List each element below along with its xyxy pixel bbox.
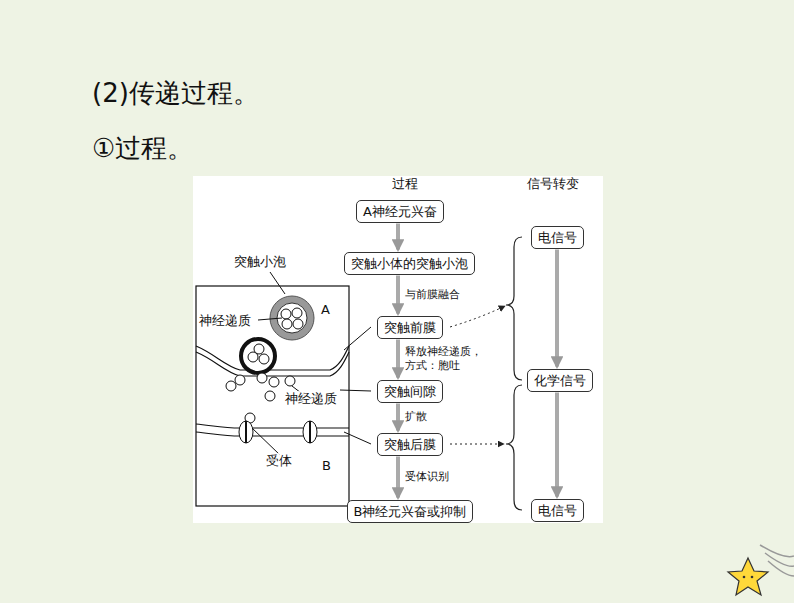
process-box: A神经元兴奋: [356, 200, 444, 223]
process-box: B神经元兴奋或抑制: [347, 500, 474, 523]
flow-arrow: [396, 340, 400, 378]
node-text: 突触小体的突触小泡: [351, 256, 468, 271]
transmitter: [293, 319, 303, 329]
flow-arrow: [396, 224, 400, 250]
postsynaptic-membrane: [196, 424, 349, 428]
leader-line: [344, 327, 371, 350]
node-text: 突触后膜: [384, 437, 436, 452]
flow-arrow: [555, 250, 559, 367]
dotted-arrow: [450, 444, 504, 445]
part-label: A: [321, 302, 330, 318]
process-box: 突触小体的突触小泡: [344, 252, 475, 275]
node-text: B神经元兴奋或抑制: [354, 504, 467, 519]
fusing-vesicle: [241, 339, 275, 373]
part-label: 受体: [266, 453, 292, 469]
flow-arrow: [396, 276, 400, 314]
node-text: 化学信号: [534, 373, 586, 388]
edge-label: 释放神经递质， 方式：胞吐: [405, 345, 487, 373]
process-box: 突触前膜: [377, 316, 443, 339]
part-label: 神经递质: [285, 391, 337, 407]
dotted-arrow: [450, 306, 505, 327]
flow-arrow: [396, 457, 400, 498]
transmitter: [292, 308, 302, 318]
node-text: 电信号: [538, 503, 577, 518]
transmitter: [254, 344, 264, 354]
column-header: 过程: [392, 176, 418, 192]
process-box: 突触后膜: [377, 433, 443, 456]
leader-line: [258, 318, 282, 320]
part-label: 神经递质: [199, 313, 251, 329]
process-box: 突触间隙: [377, 380, 443, 403]
node-text: 突触前膜: [384, 320, 436, 335]
flow-arrow: [396, 404, 400, 431]
star-decoration: [728, 545, 794, 595]
node-text: 突触间隙: [384, 384, 436, 399]
part-label: B: [322, 458, 331, 474]
flow-arrow: [555, 393, 559, 497]
signal-box: 化学信号: [527, 369, 593, 392]
synapse-frame: [196, 286, 349, 506]
column-header: 信号转变: [527, 176, 579, 192]
leader-line: [252, 428, 280, 455]
edge-label: 扩散: [405, 410, 487, 424]
postsynaptic-membrane-inner: [196, 432, 349, 436]
edge-label: 受体识别: [405, 470, 487, 484]
node-text: 电信号: [538, 230, 577, 245]
receptor-symbol: [239, 421, 253, 443]
leader-line: [344, 432, 371, 444]
edge-label: 与前膜融合: [405, 288, 487, 302]
transmitter: [281, 309, 291, 319]
panel: [193, 176, 603, 523]
signal-box: 电信号: [531, 499, 584, 522]
signal-box: 电信号: [531, 226, 584, 249]
sub-heading: ①过程。: [92, 133, 193, 164]
leader-line: [270, 272, 285, 294]
bracket: [506, 237, 522, 380]
part-label: 突触小泡: [234, 254, 286, 270]
node-text: A神经元兴奋: [363, 204, 437, 219]
transmitter: [259, 354, 269, 364]
receptor-symbol: [303, 421, 317, 443]
section-heading: (2)传递过程。: [92, 78, 259, 109]
transmitter: [282, 319, 292, 329]
leader-line: [340, 390, 371, 391]
bracket: [506, 385, 522, 510]
